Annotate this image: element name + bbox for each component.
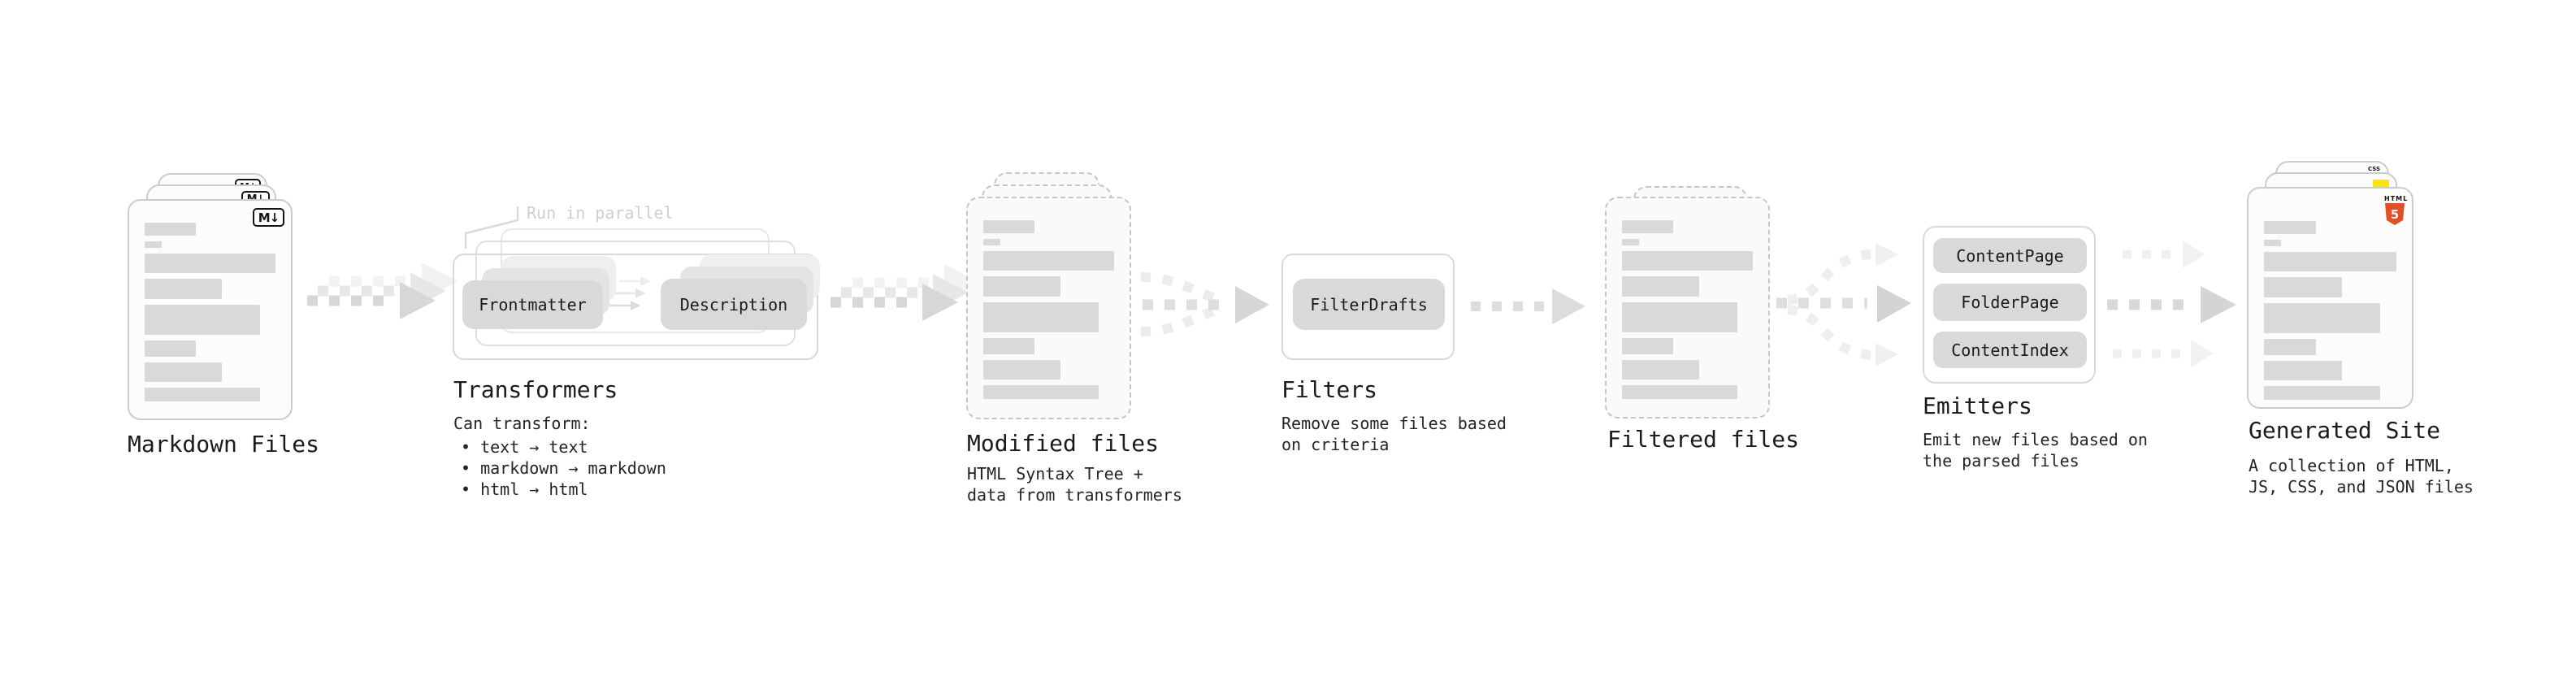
skeleton-bar [983, 385, 1099, 399]
transformer-box-front [453, 254, 818, 360]
skeleton-bar [2264, 277, 2343, 297]
arrow-transformers-to-modified [830, 264, 980, 321]
skeleton-bar [2264, 339, 2316, 355]
skeleton-bar [1622, 220, 1673, 233]
transformers-note: • text → text [461, 437, 588, 457]
skeleton-bar [145, 340, 196, 357]
document-skeleton [2264, 221, 2396, 400]
skeleton-bar [2264, 221, 2316, 234]
emitters-caption: Emitters [1923, 393, 2032, 419]
skeleton-bar [2264, 361, 2343, 380]
skeleton-bar [983, 360, 1060, 380]
arrow-markdown-to-transformers [307, 262, 458, 319]
arrow-filtered-to-emitters [1776, 243, 1911, 367]
markdown-files-caption: Markdown Files [128, 431, 320, 458]
transformers-note: • markdown → markdown [461, 458, 666, 478]
run-in-parallel-callout-line [464, 206, 519, 249]
filters-note: Remove some files based [1281, 414, 1507, 433]
skeleton-bar [1622, 360, 1699, 380]
skeleton-bar [983, 220, 1034, 233]
filtered-files-caption: Filtered files [1607, 426, 1800, 453]
skeleton-bar [1622, 276, 1699, 297]
skeleton-bar [145, 254, 275, 273]
markdown-files-stack: M↓ M↓ M↓ [128, 161, 331, 429]
transformers-caption: Transformers [453, 376, 618, 403]
skeleton-bar [145, 241, 162, 248]
parallel-mini-arrows [609, 276, 651, 310]
modified-files-note: HTML Syntax Tree + [967, 464, 1143, 484]
arrow-emitters-to-generated [2107, 241, 2236, 367]
markdown-icon: M↓ [253, 208, 284, 227]
transformers-note: Can transform: [453, 414, 591, 433]
skeleton-bar [983, 276, 1060, 297]
skeleton-bar [145, 279, 222, 299]
emitters-box [1923, 226, 2096, 384]
skeleton-bar [2264, 252, 2396, 271]
filters-box [1281, 254, 1455, 360]
filtered-files-stack [1605, 174, 1808, 442]
skeleton-bar [1622, 338, 1673, 354]
document-skeleton [983, 220, 1114, 399]
document-skeleton [1622, 220, 1753, 399]
generated-file-card-html: HTML 5 [2247, 187, 2413, 409]
generated-site-note: JS, CSS, and JSON files [2249, 477, 2474, 497]
generated-site-caption: Generated Site [2249, 417, 2441, 444]
skeleton-bar [983, 338, 1034, 354]
generated-site-stack: CSS HTML 5 [2247, 159, 2458, 427]
skeleton-bar [1622, 385, 1737, 399]
skeleton-bar [145, 388, 260, 401]
description-chip: Description [661, 279, 807, 330]
skeleton-bar [2264, 386, 2381, 400]
folderpage-chip: FolderPage [1933, 284, 2087, 321]
skeleton-bar [1622, 302, 1737, 332]
contentpage-chip: ContentPage [1933, 238, 2087, 273]
frontmatter-chip: Frontmatter [462, 280, 603, 329]
skeleton-bar [2264, 240, 2282, 246]
skeleton-bar [2264, 303, 2381, 333]
modified-files-note: data from transformers [967, 485, 1182, 505]
skeleton-bar [983, 251, 1114, 271]
arrow-modified-to-filters [1140, 272, 1269, 336]
markdown-file-card-front: M↓ [128, 199, 293, 420]
modified-files-stack [966, 158, 1169, 427]
skeleton-bar [145, 305, 260, 335]
run-in-parallel-annotation: Run in parallel [527, 203, 674, 223]
generated-site-note: A collection of HTML, [2249, 456, 2454, 475]
skeleton-bar [145, 223, 196, 236]
emitters-note: Emit new files based on [1923, 430, 2148, 449]
filterdrafts-chip: FilterDrafts [1293, 279, 1445, 330]
filters-caption: Filters [1281, 376, 1378, 403]
skeleton-bar [1622, 239, 1639, 245]
modified-files-caption: Modified files [967, 430, 1160, 457]
skeleton-bar [983, 239, 1000, 245]
skeleton-bar [1622, 251, 1753, 271]
filtered-file-card-front [1605, 197, 1770, 419]
contentindex-chip: ContentIndex [1933, 332, 2087, 368]
modified-file-card-front [966, 197, 1131, 419]
emitters-note: the parsed files [1923, 451, 2079, 471]
filters-note: on criteria [1281, 435, 1390, 454]
document-skeleton [145, 223, 275, 401]
skeleton-bar [145, 362, 222, 382]
arrow-filters-to-filtered [1471, 288, 1585, 324]
transformers-note: • html → html [461, 479, 588, 499]
html5-icon: HTML 5 [2384, 195, 2407, 225]
skeleton-bar [983, 302, 1099, 332]
